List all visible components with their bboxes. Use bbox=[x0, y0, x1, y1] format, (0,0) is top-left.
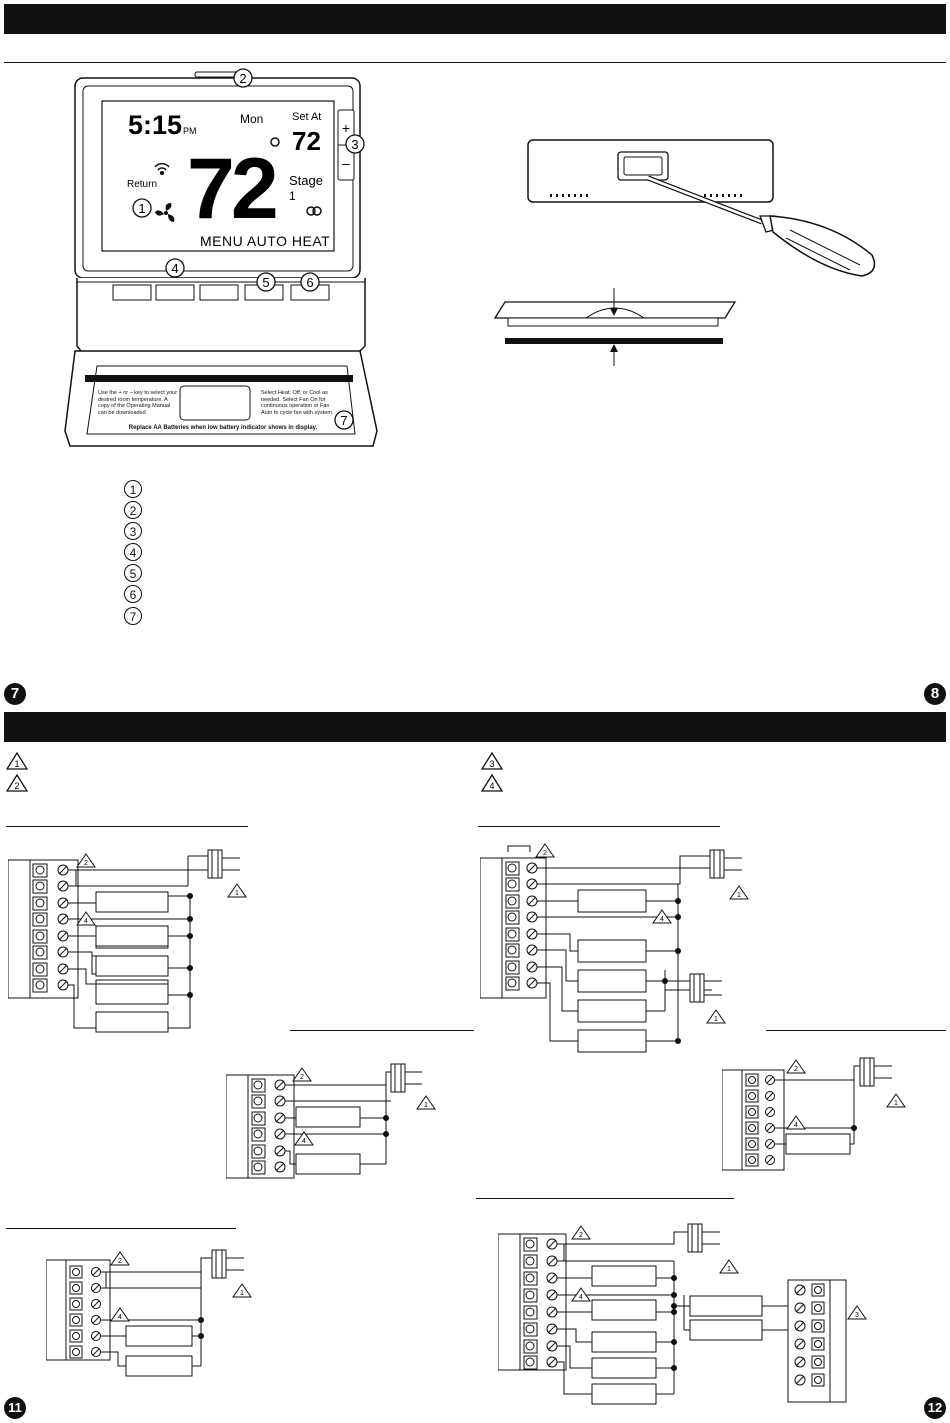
svg-text:4: 4 bbox=[118, 1314, 122, 1321]
svg-text:1: 1 bbox=[235, 890, 239, 897]
svg-text:2: 2 bbox=[300, 1074, 304, 1081]
svg-text:2: 2 bbox=[543, 850, 547, 857]
top-section-rule bbox=[4, 62, 946, 63]
wifi-icon bbox=[154, 162, 170, 176]
svg-text:3: 3 bbox=[489, 759, 494, 769]
svg-text:4: 4 bbox=[660, 916, 664, 923]
legend-item-4: 4 bbox=[124, 543, 142, 561]
wiring-diagram-a: 2 4 1 bbox=[8, 849, 247, 1033]
page-number-12: 12 bbox=[924, 1397, 946, 1419]
legend-item-6: 6 bbox=[124, 585, 142, 603]
door-instructions-right: Select Heat, Off, or Cool as needed. Sel… bbox=[261, 390, 334, 416]
link-icon bbox=[306, 206, 322, 216]
callout-5: 5 bbox=[262, 275, 269, 290]
callout-4: 4 bbox=[171, 261, 178, 276]
stage-label: Stage bbox=[289, 173, 323, 188]
legend-item-1: 1 bbox=[124, 480, 142, 498]
current-temperature: 72 bbox=[187, 141, 276, 237]
minus-button-label: – bbox=[342, 155, 350, 171]
callout-3: 3 bbox=[351, 137, 358, 152]
screwdriver-illustration bbox=[493, 139, 876, 366]
diagram-a-title-rule bbox=[6, 826, 248, 827]
legend-item-7: 7 bbox=[124, 607, 142, 625]
svg-text:4: 4 bbox=[302, 1138, 306, 1145]
svg-text:2: 2 bbox=[794, 1066, 798, 1073]
plus-button-label: + bbox=[342, 120, 350, 136]
diagram-c-title-rule bbox=[290, 1030, 474, 1031]
svg-text:1: 1 bbox=[424, 1102, 428, 1109]
wiring-diagram-d: 2 4 1 bbox=[722, 1057, 906, 1171]
wiring-diagram-c: 2 4 1 bbox=[226, 1063, 436, 1179]
note-3-warning-icon: 3 bbox=[481, 752, 503, 770]
thermostat-illustration: + – 5:15 PM Mon Set At 72 72 Return Stag… bbox=[64, 68, 378, 447]
note-1-warning-icon: 1 bbox=[6, 752, 28, 770]
legend-item-5: 5 bbox=[124, 564, 142, 582]
set-temperature: 72 bbox=[292, 126, 321, 156]
top-header-bar bbox=[4, 4, 946, 34]
svg-text:4: 4 bbox=[84, 918, 88, 925]
wiring-diagram-b: 2 4 1 1 bbox=[480, 843, 749, 1053]
set-at-label: Set At bbox=[292, 111, 321, 123]
callout-7: 7 bbox=[340, 413, 347, 428]
svg-text:3: 3 bbox=[855, 1312, 859, 1319]
svg-text:1: 1 bbox=[737, 892, 741, 899]
note-2-warning-icon: 2 bbox=[6, 774, 28, 792]
svg-text:2: 2 bbox=[84, 860, 88, 867]
svg-text:1: 1 bbox=[240, 1290, 244, 1297]
degree-symbol bbox=[270, 137, 280, 147]
return-label: Return bbox=[127, 179, 157, 190]
svg-text:1: 1 bbox=[894, 1100, 898, 1107]
diagram-e-title-rule bbox=[6, 1228, 236, 1229]
svg-text:2: 2 bbox=[118, 1258, 122, 1265]
svg-text:2: 2 bbox=[14, 781, 19, 791]
clock-time: 5:15 bbox=[128, 110, 182, 140]
page-number-7: 7 bbox=[4, 683, 26, 705]
mode-indicators: MENU AUTO HEAT bbox=[200, 233, 330, 249]
legend-item-2: 2 bbox=[124, 501, 142, 519]
svg-text:4: 4 bbox=[489, 781, 494, 791]
clock-ampm: PM bbox=[183, 126, 197, 136]
note-4-warning-icon: 4 bbox=[481, 774, 503, 792]
page-number-8: 8 bbox=[924, 683, 946, 705]
svg-text:1: 1 bbox=[727, 1266, 731, 1273]
fan-icon bbox=[155, 203, 175, 222]
day-label: Mon bbox=[240, 112, 263, 126]
callout-6: 6 bbox=[306, 275, 313, 290]
diagram-f-title-rule bbox=[476, 1198, 734, 1199]
svg-text:4: 4 bbox=[794, 1122, 798, 1129]
battery-note: Replace AA Batteries when low battery in… bbox=[128, 425, 318, 431]
diagram-b-title-rule bbox=[478, 826, 720, 827]
svg-text:1: 1 bbox=[14, 759, 19, 769]
legend-item-3: 3 bbox=[124, 522, 142, 540]
svg-text:1: 1 bbox=[714, 1016, 718, 1023]
wiring-header-bar bbox=[4, 712, 946, 742]
wiring-diagram-e: 2 4 1 bbox=[46, 1249, 252, 1377]
diagram-d-title-rule bbox=[766, 1030, 946, 1031]
stage-value: 1 bbox=[289, 189, 296, 203]
door-instructions-left: Use the + or – key to select your desire… bbox=[98, 390, 178, 416]
svg-text:4: 4 bbox=[579, 1294, 583, 1301]
callout-2: 2 bbox=[239, 71, 246, 86]
page-number-11: 11 bbox=[4, 1397, 26, 1419]
wiring-diagram-f: 2 4 1 3 bbox=[498, 1223, 867, 1405]
svg-text:2: 2 bbox=[579, 1232, 583, 1239]
callout-1: 1 bbox=[138, 201, 145, 216]
